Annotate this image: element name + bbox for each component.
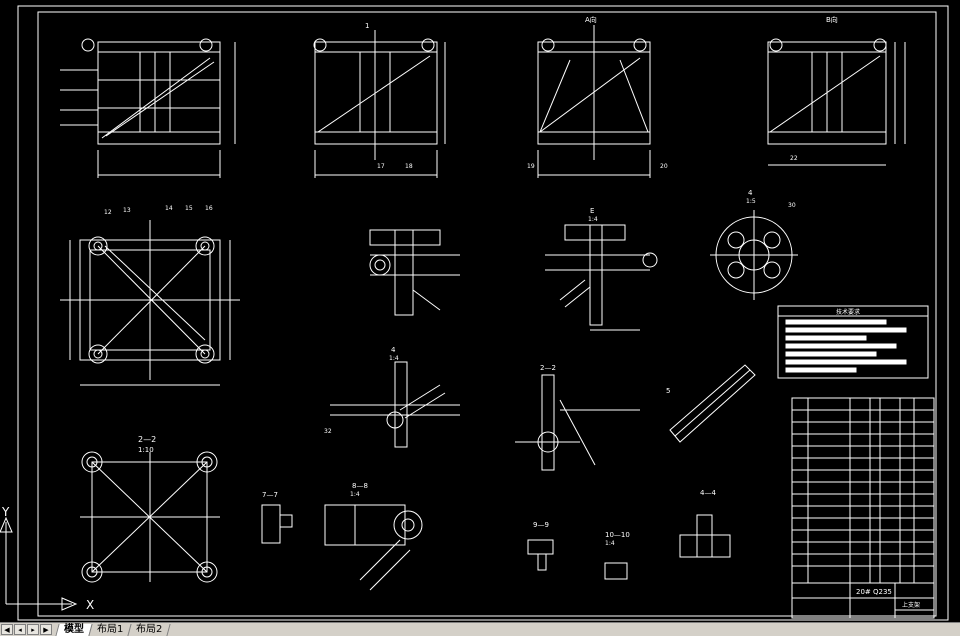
callout-32: 32 (324, 428, 332, 435)
tab-layout1[interactable]: 布局1 (88, 623, 132, 636)
title-material: 20# Q235 (856, 588, 892, 596)
detail-scale-e: 1:4 (588, 216, 598, 223)
notes-title: 技术要求 (836, 308, 860, 316)
detail-label-4: 4 (391, 346, 396, 354)
detail-scale-8-8: 1:4 (350, 491, 360, 498)
next-icon[interactable]: ▸ (27, 624, 39, 635)
detail-4 (330, 361, 460, 448)
drawing-frame (17, 5, 949, 621)
detail-5 (669, 364, 756, 443)
callout-16: 16 (205, 205, 213, 212)
detail-e (545, 224, 658, 331)
flange-scale: 1:5 (746, 198, 756, 205)
callout-18: 18 (405, 163, 413, 170)
title-part-name: 上支架 (902, 601, 920, 609)
callout-12: 12 (104, 209, 112, 216)
detail-label-e: E (590, 207, 594, 215)
front-view-3 (537, 25, 651, 178)
view-label-a: A向 (585, 15, 597, 24)
callout-17: 17 (377, 163, 385, 170)
callout-19: 19 (527, 163, 535, 170)
drawing-canvas[interactable]: A向 B向 1 2—2 1:10 4 1:4 E 1:4 2—2 5 7—7 8… (0, 0, 960, 622)
detail-label-7-7: 7—7 (262, 491, 278, 499)
bom-table (791, 397, 935, 619)
callout-20: 20 (660, 163, 668, 170)
section-2-2 (80, 451, 220, 583)
detail-9-9 (527, 539, 554, 571)
detail-7-7 (261, 504, 293, 544)
detail-4-4 (679, 514, 731, 558)
detail-scale-4: 1:4 (389, 355, 399, 362)
ucs-icon: X Y (0, 505, 94, 612)
callout-13: 13 (123, 207, 131, 214)
callout-15: 15 (185, 205, 193, 212)
front-view-1 (60, 38, 236, 178)
section-label-2-2: 2—2 (138, 435, 156, 444)
detail-label-5: 5 (666, 387, 670, 395)
prev-icon[interactable]: ◂ (14, 624, 26, 635)
flange-label: 4 (748, 189, 753, 197)
detail-10-10 (604, 562, 628, 580)
view-label-b: B向 (826, 15, 838, 24)
tab-model[interactable]: 模型 (55, 623, 93, 636)
tab-layout2-label: 布局2 (136, 623, 163, 635)
plan-view (60, 220, 240, 386)
inner-frame (37, 11, 937, 617)
detail-joint-1 (369, 229, 460, 316)
notes-block (777, 305, 929, 379)
detail-label-10-10: 10—10 (605, 531, 630, 539)
cad-drawing: A向 B向 1 2—2 1:10 4 1:4 E 1:4 2—2 5 7—7 8… (0, 5, 949, 621)
flange-detail (710, 210, 798, 300)
detail-8-8 (324, 504, 423, 591)
ucs-x-label: X (86, 598, 94, 612)
tab-layout1-label: 布局1 (97, 623, 124, 635)
front-view-4 (767, 38, 906, 166)
first-icon[interactable]: ◀ (1, 624, 13, 635)
layout-tab-bar: ◀ ◂ ▸ ▶ 模型 布局1 布局2 (0, 622, 960, 636)
view-label-1: 1 (365, 22, 369, 30)
last-icon[interactable]: ▶ (40, 624, 52, 635)
front-view-2 (313, 30, 446, 178)
tab-layout2[interactable]: 布局2 (127, 623, 172, 636)
section-scale-2-2: 1:10 (138, 446, 154, 454)
detail-label-4-4: 4—4 (700, 489, 716, 497)
ucs-y-label: Y (1, 505, 10, 519)
detail-small-2-2 (515, 374, 640, 471)
detail-label-9-9: 9—9 (533, 521, 549, 529)
callout-14: 14 (165, 205, 173, 212)
tab-model-label: 模型 (64, 623, 84, 635)
callout-30: 30 (788, 202, 796, 209)
detail-scale-10-10: 1:4 (605, 540, 615, 547)
callout-22: 22 (790, 155, 798, 162)
detail-label-2-2-small: 2—2 (540, 364, 556, 372)
detail-label-8-8: 8—8 (352, 482, 368, 490)
